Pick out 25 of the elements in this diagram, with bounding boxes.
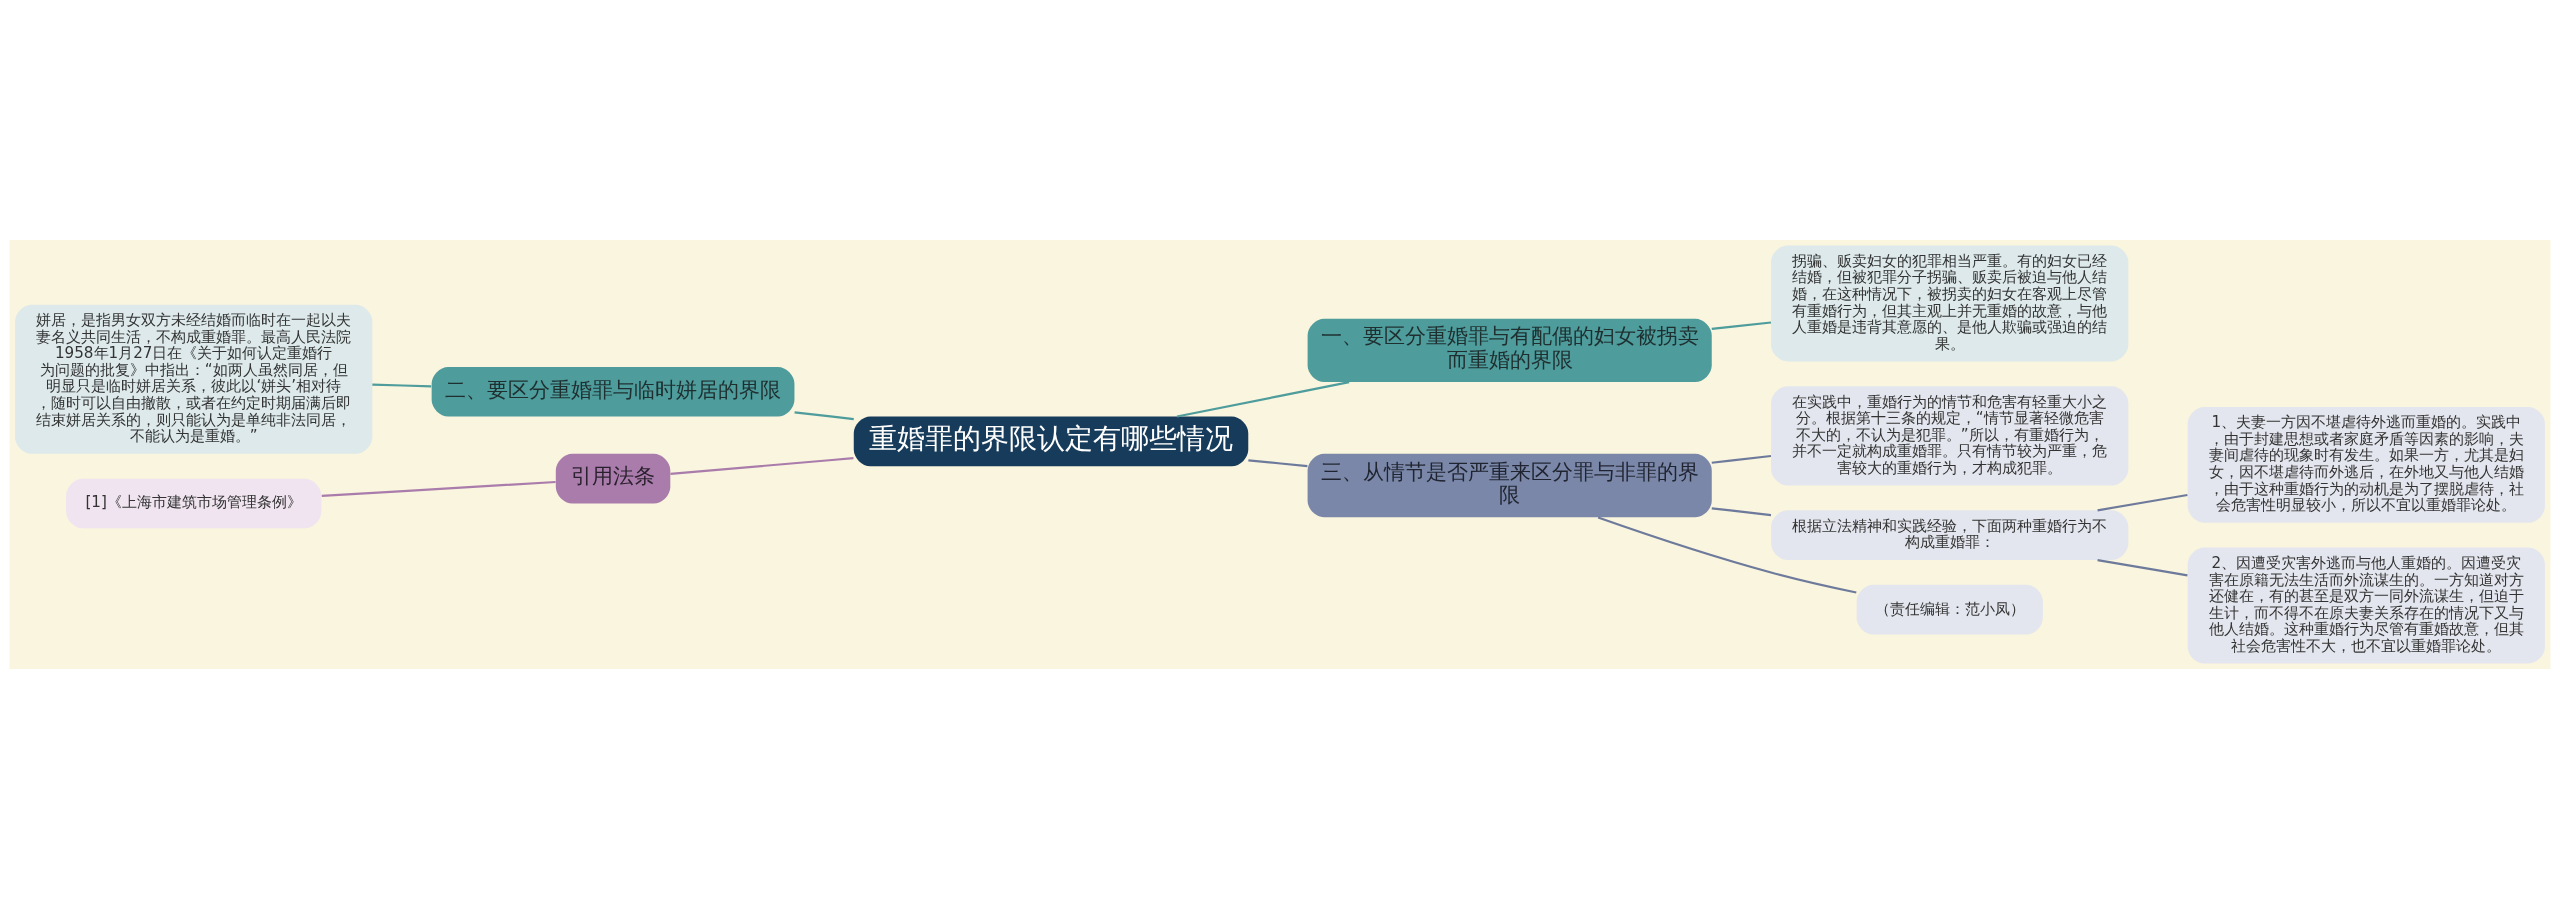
node-box: 三、从情节是否严重来区分罪与非罪的界限 [1307, 453, 1712, 518]
connector [670, 457, 854, 475]
node-box: 1、夫妻一方因不堪虐待外逃而重婚的。实践中，由于封建思想或者家庭矛盾等因素的影响，夫妻间虐待的现象时有发生。如果一方，尤其是妇女，因不堪虐待而外逃后，在外地又与他人结婚，由于这种重婚行为的动机是为了摆脱虐待，社会危害性明显较小，所以不宜以重婚罪论处。 [2187, 406, 2545, 523]
node-box: 二、要区分重婚罪与临时姘居的界限 [431, 366, 795, 417]
connector [321, 480, 556, 498]
connector [1248, 459, 1308, 468]
node-box: 重婚罪的界限认定有哪些情况 [853, 416, 1249, 467]
node-box: （责任编辑：范小凤） [1856, 584, 2043, 635]
connector [1711, 507, 1772, 517]
node-box: 一、要区分重婚罪与有配偶的妇女被拐卖而重婚的界限 [1307, 318, 1712, 383]
node-box: 在实践中，重婚行为的情节和危害有轻重大小之分。根据第十三条的规定，“情节显著轻微危害不大的，不认为是犯罪。”所以，有重婚行为，并不一定就构成重婚罪。只有情节较为严重，危害较大的重婚行为，才构成犯罪。 [1771, 386, 2129, 486]
connector [1711, 321, 1772, 330]
connector [1176, 381, 1350, 418]
node-box: [1]《上海市建筑市场管理条例》 [66, 478, 322, 529]
connector [794, 411, 854, 421]
node-box: 引用法条 [555, 453, 671, 504]
node-box: 姘居，是指男女双方未经结婚而临时在一起以夫妻名义共同生活，不构成重婚罪。最高人民法院1958年1月27日在《关于如何认定重婚行为问题的批复》中指出：“如两人虽然同居，但明显只是临时姘居关系，彼此以‘姘头’相对待，随时可以自由撤散，或者在约定时期届满后即结束姘居关系的，则只能认为是单纯非法同居，不能认为是重婚。” [15, 304, 373, 454]
connector [2097, 493, 2188, 512]
connector [372, 383, 432, 388]
connector [1711, 454, 1772, 464]
node-box: 2、因遭受灾害外逃而与他人重婚的。因遭受灾害在原籍无法生活而外流谋生的。一方知道对方还健在，有的甚至是双方一同外流谋生，但迫于生计，而不得不在原夫妻关系存在的情况下又与他人结婚。这种重婚行为尽管有重婚故意，但其社会危害性不大，也不宜以重婚罪论处。 [2187, 547, 2545, 664]
node-box: 拐骗、贩卖妇女的犯罪相当严重。有的妇女已经结婚，但被犯罪分子拐骗、贩卖后被迫与他人结婚，在这种情况下，被拐卖的妇女在客观上尽管有重婚行为，但其主观上并无重婚的故意，与他人重婚是违背其意愿的、是他人欺骗或强迫的结果。 [1771, 245, 2129, 362]
connector [1597, 516, 1857, 594]
connector [2097, 559, 2188, 577]
node-box: 根据立法精神和实践经验，下面两种重婚行为不构成重婚罪： [1771, 510, 2129, 561]
